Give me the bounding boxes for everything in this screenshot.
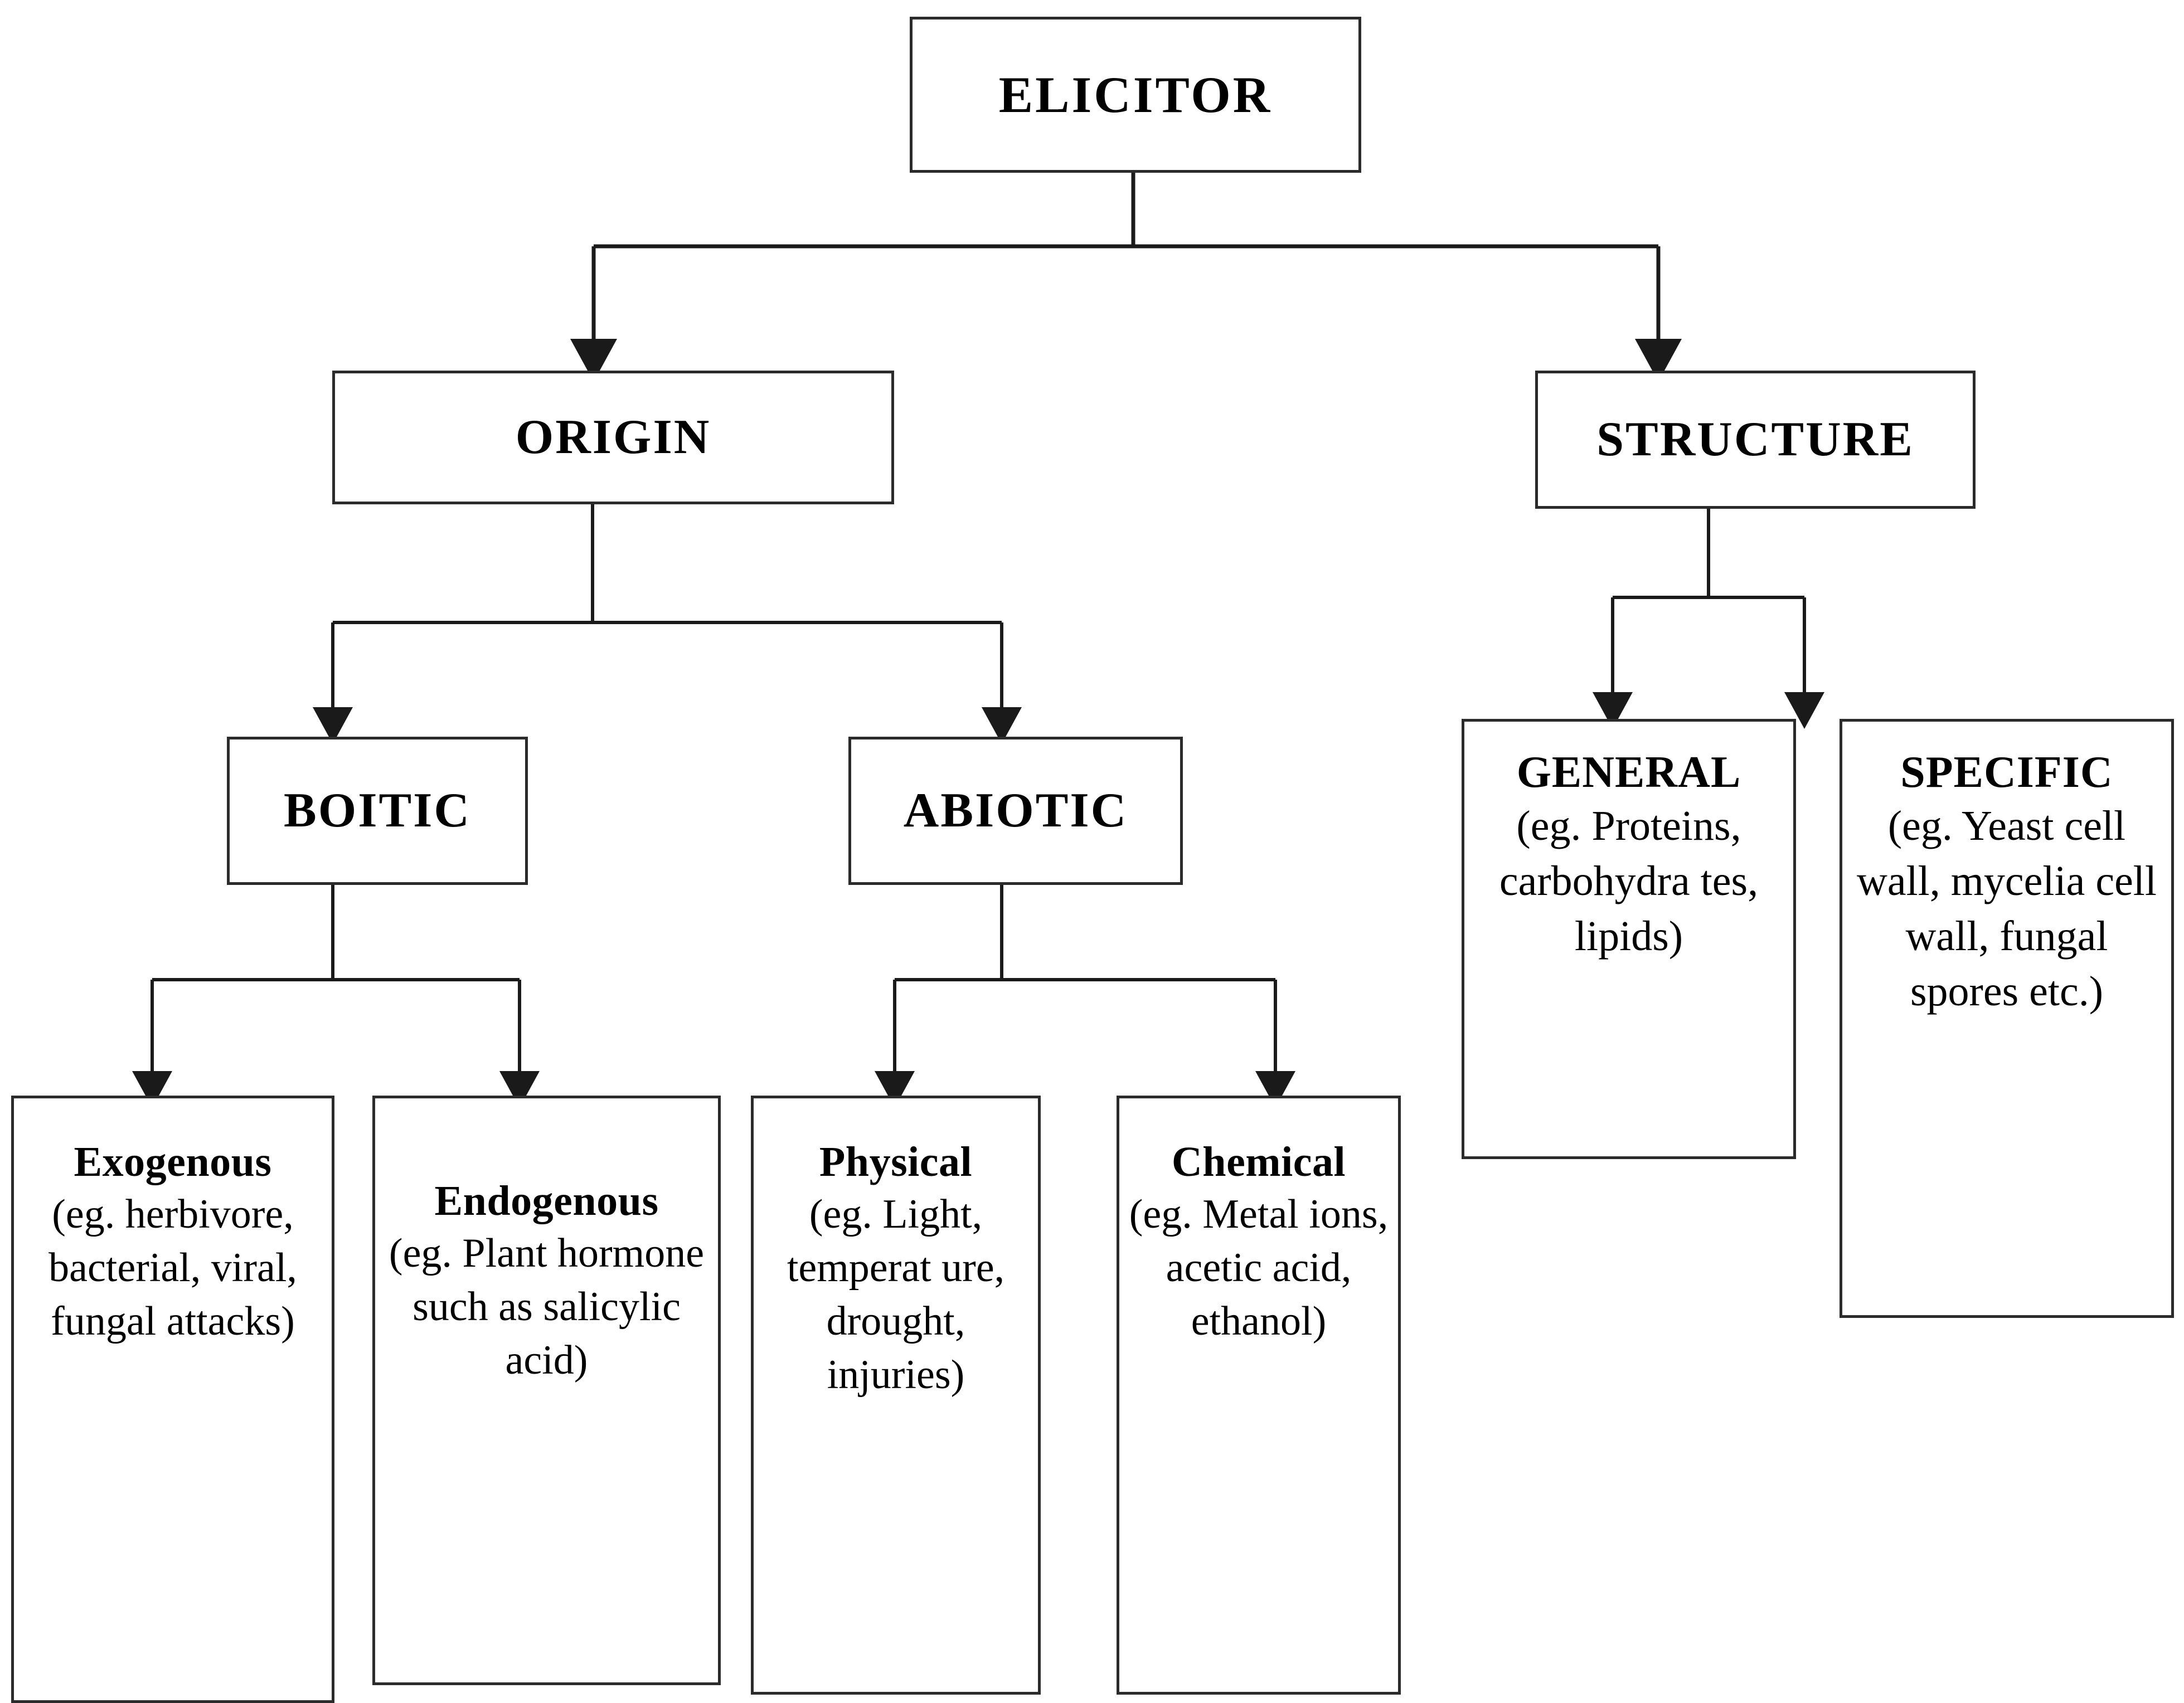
node-general[interactable]: GENERAL (eg. Proteins, carbohydra tes, l… <box>1462 719 1796 1159</box>
node-elicitor-label: ELICITOR <box>998 66 1273 123</box>
node-exogenous-detail: (eg. herbivore, bacterial, viral, fungal… <box>48 1191 297 1345</box>
node-endogenous-label: Endogenous <box>434 1177 659 1224</box>
node-chemical-label: Chemical <box>1171 1138 1346 1185</box>
node-exogenous-label: Exogenous <box>74 1138 272 1185</box>
node-chemical[interactable]: Chemical (eg. Metal ions, acetic acid, e… <box>1117 1096 1401 1695</box>
node-specific-label: SPECIFIC <box>1900 748 2113 797</box>
node-general-detail: (eg. Proteins, carbohydra tes, lipids) <box>1499 802 1759 960</box>
connector-boitic-split <box>152 884 520 981</box>
connector-structure-split <box>1613 507 1804 599</box>
connector-origin-split <box>333 503 1002 624</box>
node-abiotic-label: ABIOTIC <box>903 784 1128 838</box>
node-elicitor[interactable]: ELICITOR <box>910 17 1361 173</box>
node-origin-label: ORIGIN <box>515 410 711 465</box>
node-structure[interactable]: STRUCTURE <box>1535 371 1976 509</box>
connector-elicitor-split <box>594 173 1658 249</box>
node-endogenous-detail: (eg. Plant hormone such as salicylic aci… <box>389 1230 705 1384</box>
node-abiotic[interactable]: ABIOTIC <box>848 737 1183 885</box>
node-structure-label: STRUCTURE <box>1596 412 1914 467</box>
node-physical-label: Physical <box>819 1138 973 1185</box>
node-specific-detail: (eg. Yeast cell wall, mycelia cell wall,… <box>1856 802 2157 1015</box>
node-specific[interactable]: SPECIFIC (eg. Yeast cell wall, mycelia c… <box>1840 719 2174 1318</box>
connector-abiotic-split <box>895 884 1275 981</box>
node-boitic[interactable]: BOITIC <box>227 737 528 885</box>
node-physical[interactable]: Physical (eg. Light, temperat ure, droug… <box>751 1096 1041 1695</box>
node-chemical-detail: (eg. Metal ions, acetic acid, ethanol) <box>1129 1191 1389 1345</box>
node-general-label: GENERAL <box>1516 748 1741 797</box>
node-origin[interactable]: ORIGIN <box>332 371 894 504</box>
node-boitic-label: BOITIC <box>284 784 471 838</box>
node-physical-detail: (eg. Light, temperat ure, drought, injur… <box>787 1191 1005 1398</box>
node-exogenous[interactable]: Exogenous (eg. herbivore, bacterial, vir… <box>11 1096 334 1703</box>
node-endogenous[interactable]: Endogenous (eg. Plant hormone such as sa… <box>372 1096 721 1685</box>
